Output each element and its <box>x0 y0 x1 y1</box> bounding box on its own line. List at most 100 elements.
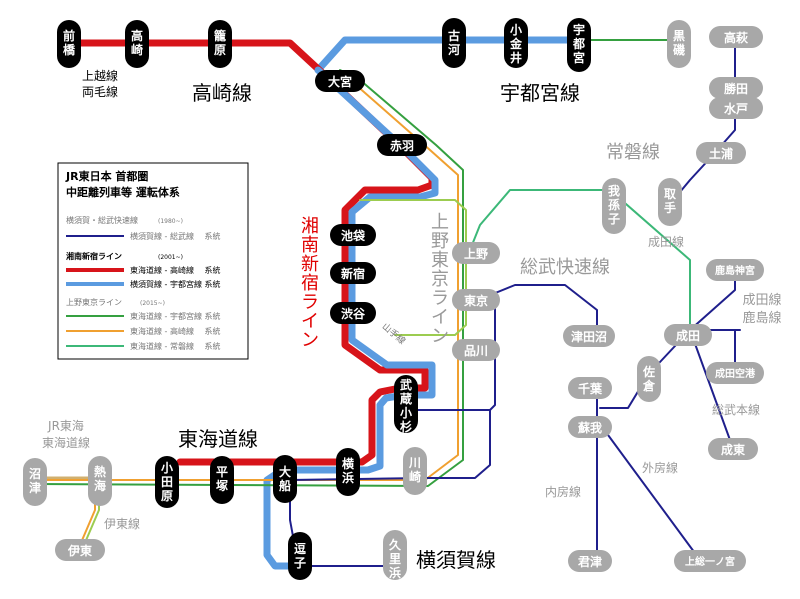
station-takahagi[interactable] <box>709 26 763 48</box>
ueno-tokyo-lightgreen-route <box>359 199 467 336</box>
label-katsuta: 勝田 <box>724 81 748 96</box>
joban-teal-route <box>469 189 691 331</box>
label-ito: 伊東 <box>67 543 92 558</box>
station-narita[interactable] <box>664 324 712 346</box>
label-sobu-rapid: 総武快速線 <box>520 257 610 278</box>
legend-sec3-row2: 東海道線 - 高崎線 系統 <box>130 326 221 336</box>
station-soga[interactable] <box>568 416 612 438</box>
label-abiko: 我孫子 <box>608 183 620 226</box>
label-utsunomiya: 宇都宮 <box>572 22 585 65</box>
label-kimitsu: 君津 <box>577 554 602 569</box>
line-labels: 上越線両毛線 高崎線 宇都宮線 常磐線 成田線 成田線鹿島線 総武本線 総武快速… <box>42 68 782 572</box>
station-tsuchiura[interactable] <box>696 142 746 164</box>
label-naritakuko: 成田空港 <box>715 367 756 380</box>
station-numazu[interactable] <box>23 458 47 506</box>
station-abiko[interactable] <box>602 178 626 234</box>
station-naruto[interactable] <box>708 438 758 460</box>
label-kuroiso: 黒磯 <box>673 29 685 57</box>
legend-sec2-year: (2001~) <box>158 254 183 261</box>
station-atami[interactable] <box>88 456 112 506</box>
station-mito[interactable] <box>709 97 763 119</box>
station-tsudanuma[interactable] <box>563 325 615 347</box>
label-shibuya: 渋谷 <box>341 306 366 321</box>
station-ueno[interactable] <box>452 242 500 264</box>
station-sakura[interactable] <box>637 356 661 402</box>
station-kurihama[interactable] <box>383 530 407 580</box>
station-shibuya[interactable] <box>330 302 376 324</box>
station-takasaki[interactable] <box>125 20 149 68</box>
label-yokosuka-line: 横須賀線 <box>416 548 496 572</box>
station-shinjuku[interactable] <box>330 262 376 284</box>
label-maebashi: 前橋 <box>63 28 76 57</box>
station-kawasaki[interactable] <box>403 447 427 495</box>
station-kimitsu[interactable] <box>568 550 612 572</box>
label-ito-line: 伊東線 <box>104 516 140 531</box>
legend-sec3-row1: 東海道線 - 宇都宮線 系統 <box>130 311 221 321</box>
station-kashimajingu[interactable] <box>706 259 764 281</box>
legend-sec2-row1: 東海道線 - 高崎線 系統 <box>130 265 221 275</box>
station-naritakuko[interactable] <box>706 362 764 384</box>
station-akabane[interactable] <box>377 134 427 156</box>
station-musashikosugi[interactable] <box>394 375 418 433</box>
label-chiba: 千葉 <box>578 381 603 396</box>
label-shonan-shinjuku: 湘南新宿ライン <box>301 216 319 351</box>
label-ueno: 上野 <box>464 246 488 261</box>
station-koga[interactable] <box>442 18 466 68</box>
label-kawasaki: 川崎 <box>408 456 421 484</box>
station-yokohama[interactable] <box>336 448 360 496</box>
label-narita: 成田 <box>676 328 700 343</box>
station-utsunomiya[interactable] <box>567 18 591 72</box>
station-oyama[interactable] <box>504 18 528 68</box>
station-odawara[interactable] <box>155 456 179 508</box>
station-ikebukuro[interactable] <box>330 224 376 246</box>
station-omiya[interactable] <box>315 70 365 92</box>
gray-stations <box>23 20 764 580</box>
label-sakura: 佐倉 <box>642 364 656 393</box>
label-narita-line: 成田線 <box>648 234 684 249</box>
station-kazusaichinomiya[interactable] <box>674 550 746 572</box>
station-shinagawa[interactable] <box>452 339 500 361</box>
label-utsunomiya-line: 宇都宮線 <box>500 81 580 105</box>
legend-title2: 中距離列車等 運転体系 <box>66 185 180 199</box>
label-toride: 取手 <box>664 187 676 215</box>
station-maebashi[interactable] <box>57 20 81 68</box>
label-tsudanuma: 津田沼 <box>571 329 607 344</box>
station-tokyo[interactable] <box>452 289 500 311</box>
station-chiba[interactable] <box>568 377 612 399</box>
label-tokaido-line: 東海道線 <box>178 427 258 451</box>
legend-title1: JR東日本 首都圏 <box>65 169 148 183</box>
label-ofuna: 大船 <box>279 464 291 493</box>
label-soga: 蘇我 <box>577 420 602 435</box>
label-kashimajingu: 鹿島神宮 <box>715 264 755 277</box>
station-katsuta[interactable] <box>709 77 763 99</box>
label-kagohara: 籠原 <box>213 28 226 57</box>
legend-box <box>57 162 249 360</box>
station-toride[interactable] <box>658 178 682 226</box>
label-oyama: 小金井 <box>509 22 523 65</box>
station-zushi[interactable] <box>288 532 312 580</box>
station-kagohara[interactable] <box>208 20 232 68</box>
legend-sec1-year: (1980~) <box>158 218 183 225</box>
label-mito: 水戸 <box>724 101 748 116</box>
legend-sec2-title: 湘南新宿ライン <box>66 251 122 261</box>
label-ueno-tokyo: 上野東京ライン <box>431 212 449 347</box>
label-koga: 古河 <box>447 28 460 57</box>
station-ofuna[interactable] <box>273 455 297 503</box>
label-shinagawa: 品川 <box>464 344 488 358</box>
label-joetsu-ryomo: 上越線両毛線 <box>82 68 118 99</box>
label-hiratsuka: 平塚 <box>216 465 228 493</box>
label-akabane: 赤羽 <box>390 138 414 153</box>
station-hiratsuka[interactable] <box>210 456 234 504</box>
legend-sec3-row3: 東海道線 - 常磐線 系統 <box>130 341 221 351</box>
label-sobu-main: 総武本線 <box>712 402 760 417</box>
label-joban-line: 常磐線 <box>606 142 660 163</box>
label-omiya: 大宮 <box>328 74 352 89</box>
label-jr-tokai-tokaido: JR東海東海道線 <box>42 418 90 450</box>
label-takahagi: 高萩 <box>724 30 748 45</box>
station-labels: 前橋 高崎 籠原 古河 小金井 宇都宮 武蔵小杉 横浜 大船 逗子 平塚 小田原… <box>29 22 685 580</box>
label-uchibo: 内房線 <box>545 484 581 499</box>
label-yokohama: 横浜 <box>342 456 355 485</box>
station-ito[interactable] <box>55 539 105 561</box>
label-tokyo: 東京 <box>464 293 488 308</box>
station-kuroiso[interactable] <box>667 20 691 68</box>
